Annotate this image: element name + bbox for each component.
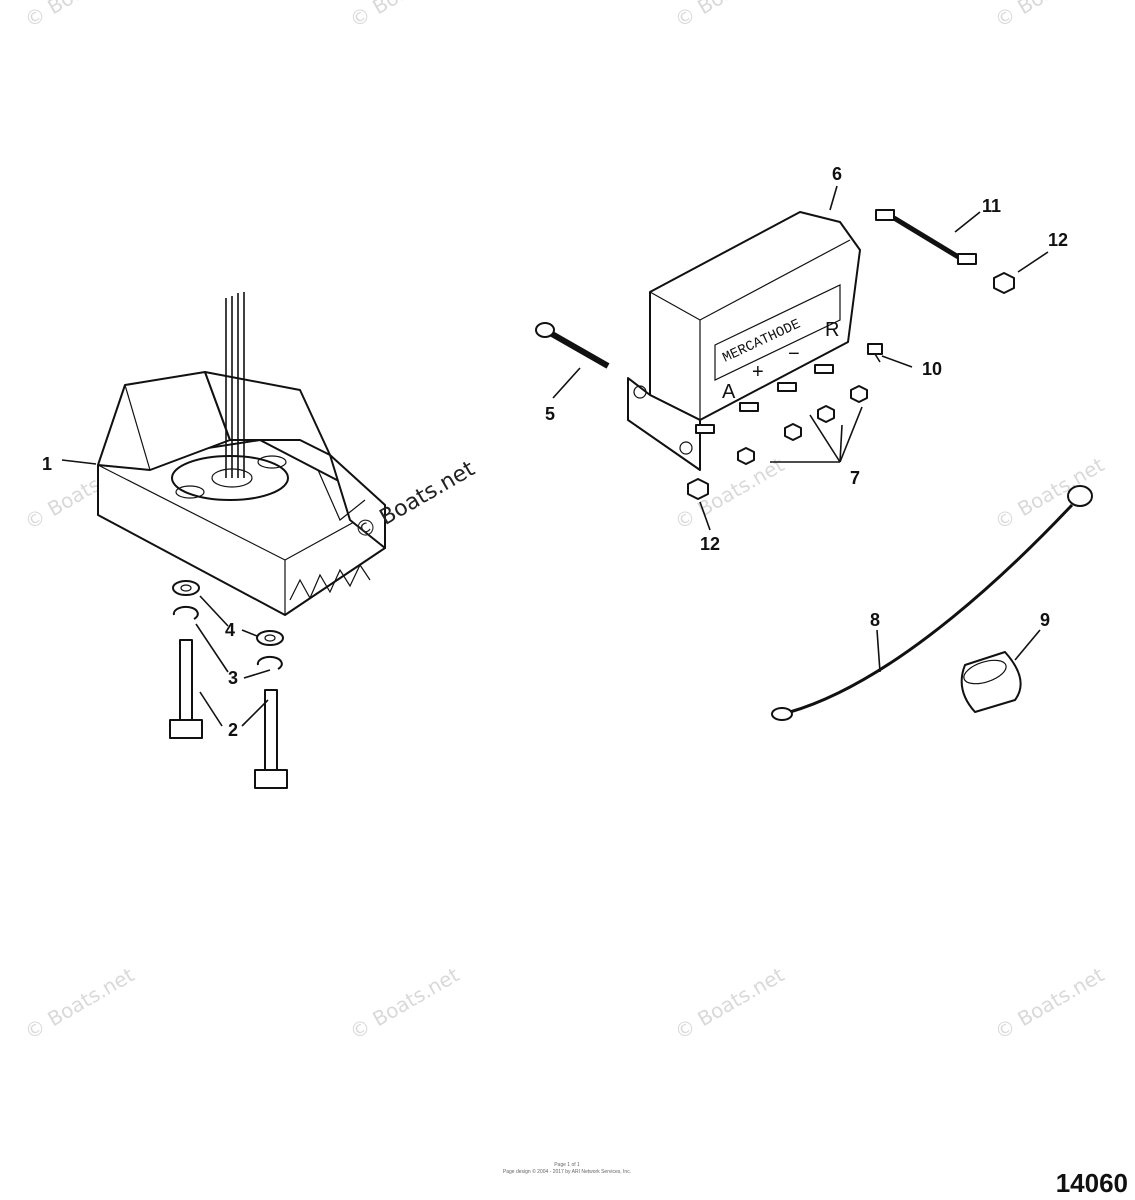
part-lock-washer[interactable]	[172, 605, 283, 670]
callout-7: 7	[850, 468, 860, 488]
callout-5: 5	[545, 404, 555, 424]
terminal-label-minus: −	[788, 343, 800, 365]
watermark: © Boats.net	[671, 0, 789, 32]
callout-12-right: 12	[1048, 230, 1068, 250]
callout-3: 3	[228, 668, 238, 688]
callout-11: 11	[982, 196, 1001, 216]
watermark: © Boats.net	[346, 0, 464, 32]
watermark: © Boats.net	[671, 962, 789, 1044]
part-nut[interactable]	[737, 385, 868, 465]
callout-1: 1	[42, 454, 52, 474]
watermark: © Boats.net	[346, 962, 464, 1044]
footer-copyright: Page design © 2004 - 2017 by ARI Network…	[503, 1168, 631, 1175]
part-bolt[interactable]	[169, 639, 288, 789]
callout-12-left: 12	[700, 534, 720, 554]
watermark: © Boats.net	[991, 962, 1109, 1044]
callout-2: 2	[228, 720, 238, 740]
leader-lines	[61, 185, 1049, 727]
part-small-screw[interactable]	[867, 343, 883, 363]
part-bracket-heatsink[interactable]	[97, 292, 386, 616]
footer-page: Page 1 of 1	[554, 1162, 580, 1168]
callout-4: 4	[225, 620, 235, 640]
terminal-label-a: A	[722, 381, 736, 403]
part-cap[interactable]	[960, 651, 1022, 713]
part-screw[interactable]	[535, 322, 610, 369]
terminal-label-plus: +	[752, 361, 764, 383]
part-nut-12[interactable]	[687, 272, 1015, 500]
terminal-label-r: R	[825, 319, 839, 341]
callout-9: 9	[1040, 610, 1050, 630]
part-washer[interactable]	[172, 580, 284, 646]
part-stud[interactable]	[875, 209, 977, 265]
drawing-number: 14060	[1056, 1168, 1128, 1198]
watermark: © Boats.net	[991, 0, 1109, 32]
watermark: © Boats.net	[21, 962, 139, 1044]
part-rectifier[interactable]: MERCATHODE A + − R	[627, 211, 861, 471]
callout-8: 8	[870, 610, 880, 630]
part-ground-wire[interactable]	[771, 485, 1093, 721]
watermark: © Boats.net	[21, 0, 139, 32]
callout-10: 10	[922, 359, 942, 379]
callout-labels: 1 2 3 4 5 6 7 8 9 10 11 12 12	[42, 164, 1068, 740]
callout-6: 6	[832, 164, 842, 184]
